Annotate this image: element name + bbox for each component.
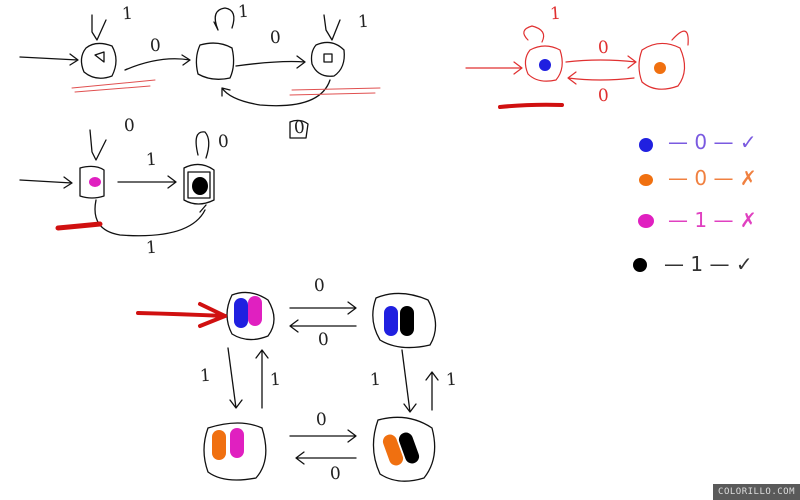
legend-result: ✓: [735, 252, 753, 276]
strike-marks: [71, 79, 381, 96]
automaton-red: [465, 25, 689, 90]
watermark[interactable]: COLORILLO.COM: [713, 484, 800, 500]
edge-label: 0: [149, 35, 162, 57]
edge-label: 1: [445, 369, 458, 391]
loop-label: 1: [121, 3, 134, 25]
legend-label: 1: [694, 208, 708, 232]
automaton-2: [19, 129, 215, 237]
edge-label: 1: [145, 149, 158, 171]
edge-label: 1: [145, 237, 158, 259]
magenta-dot: [89, 177, 101, 187]
legend-label: 0: [694, 130, 708, 154]
product-start-arrow: [136, 302, 227, 328]
edge-label: 1: [269, 369, 282, 391]
edge-label: 1: [369, 369, 382, 391]
loop-label: 1: [357, 11, 370, 33]
edge-label: 0: [293, 117, 306, 139]
automaton-1: [19, 7, 345, 139]
loop-label: 0: [217, 131, 230, 153]
edge-label: 0: [597, 85, 610, 107]
orange-dot: [654, 62, 666, 74]
legend-dots: [633, 138, 654, 272]
legend-result: ✗: [739, 208, 757, 232]
edge-label: 0: [329, 463, 342, 485]
edge-label: 0: [269, 27, 282, 49]
legend-label: 0: [694, 166, 708, 190]
legend-result: ✗: [739, 166, 757, 190]
loop-label: 1: [549, 3, 562, 25]
loop-label: 1: [237, 1, 250, 23]
edge-label: 0: [317, 329, 330, 351]
edge-label: 0: [313, 275, 326, 297]
legend-row: — 0 — ✓: [668, 130, 757, 154]
red-start-mark: [498, 102, 564, 109]
start-mark: [55, 221, 103, 231]
black-dot: [192, 177, 208, 195]
legend-row: — 1 — ✗: [668, 208, 757, 232]
edge-label: 0: [597, 37, 610, 59]
edge-label: 0: [315, 409, 328, 431]
blue-dot: [539, 59, 551, 71]
product-dots: [212, 296, 420, 466]
legend-row: — 0 — ✗: [668, 166, 757, 190]
edge-label: 1: [199, 365, 212, 387]
product-automaton: [203, 291, 439, 482]
legend-row: — 1 — ✓: [664, 252, 753, 276]
legend-label: 1: [690, 252, 704, 276]
loop-label: 0: [123, 115, 136, 137]
legend-result: ✓: [739, 130, 757, 154]
